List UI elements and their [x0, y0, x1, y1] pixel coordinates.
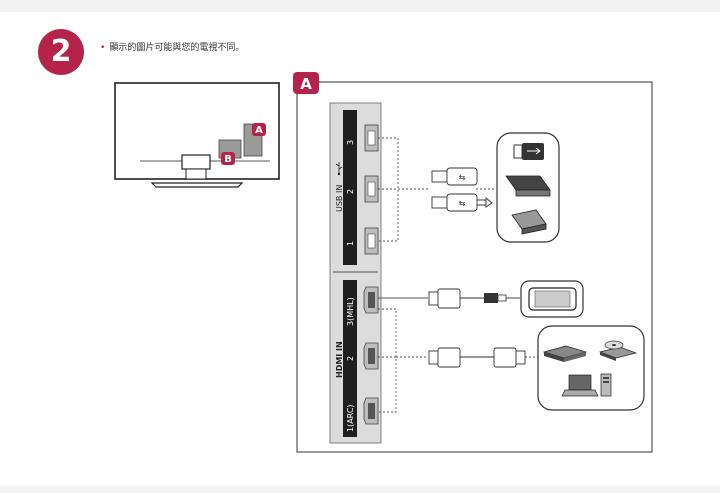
- dvd-disc-icon: [598, 340, 638, 361]
- external-hdd-icon: [511, 209, 547, 235]
- tv-callout-b: B: [224, 154, 232, 165]
- usb-plug-icon: ⇆: [431, 167, 478, 186]
- laptop-icon: [561, 374, 599, 397]
- usb-jack-3-slot: [367, 130, 376, 146]
- page-top-edge: [0, 0, 720, 12]
- note-bullet: •: [100, 43, 106, 53]
- hdmi-devices-group: [537, 325, 645, 411]
- hdmi-port-label-1: 1(ARC): [346, 404, 355, 432]
- note-text: •顯示的圖片可能與您的電視不同。: [100, 40, 244, 53]
- tv-stand-neck: [181, 154, 211, 170]
- hdmi-jack-2-slot: [368, 348, 375, 364]
- step-number-badge: 2: [38, 29, 84, 75]
- smartphone-icon: [528, 287, 577, 311]
- panel-a-label-bg: [293, 72, 319, 94]
- note-sentence: 顯示的圖片可能與您的電視不同。: [109, 43, 245, 53]
- svg-text:⇆: ⇆: [459, 173, 466, 182]
- usb-jack-2-slot: [367, 181, 376, 197]
- usb-hub-icon: [505, 175, 551, 197]
- hdmi-jack-3-slot: [368, 292, 375, 308]
- hdmi-group-label: HDMI IN: [335, 341, 344, 378]
- hdmi-jack-1-slot: [368, 403, 375, 419]
- usb-flash-drive-icon: [513, 143, 544, 160]
- tv-callout-b-bg: [221, 152, 235, 165]
- usb-group-label: USB IN: [335, 185, 344, 212]
- hdmi-devices-box: [537, 325, 645, 411]
- usb-symbol-icon: [335, 162, 343, 176]
- tv-callout-a-bg: [252, 123, 266, 136]
- smartphone-group: [520, 280, 584, 318]
- svg-text:⇆: ⇆: [459, 199, 466, 208]
- page-bottom-edge: [0, 486, 720, 493]
- hdmi-port-label-2: 2: [346, 356, 355, 361]
- tv-stand-base: [150, 182, 244, 188]
- usb-jack-1-slot: [367, 233, 376, 249]
- hdmi-plug-icon: [428, 347, 526, 368]
- hdmi-dashed-bus: [378, 308, 397, 413]
- usb-port-label-3: 3: [346, 140, 355, 145]
- hdmi-port-label-3: 3(MHL): [346, 297, 355, 326]
- usb-port-label-2: 2: [346, 189, 355, 194]
- usb-dashed-bus: [378, 137, 399, 242]
- jack-strip: USB IN 3 2 1 HDMI IN 3(MHL) 2 1(ARC): [329, 102, 382, 444]
- pc-tower-icon: [600, 373, 612, 397]
- usb-port-label-1: 1: [346, 241, 355, 246]
- mhl-cable-icon: [428, 288, 520, 309]
- blu-ray-player-icon: [542, 345, 588, 362]
- tv-stand-column: [185, 168, 207, 180]
- usb-label-column: [343, 110, 357, 265]
- connection-lines: [378, 137, 538, 413]
- tv-rear-illustration: A B: [114, 82, 280, 188]
- usb-cable-plug-icon: ⇆: [431, 193, 493, 212]
- tv-callout-a: A: [255, 125, 263, 136]
- hdmi-label-column: [343, 280, 357, 437]
- panel-a-label: A: [300, 75, 312, 93]
- usb-devices-group: [496, 132, 560, 243]
